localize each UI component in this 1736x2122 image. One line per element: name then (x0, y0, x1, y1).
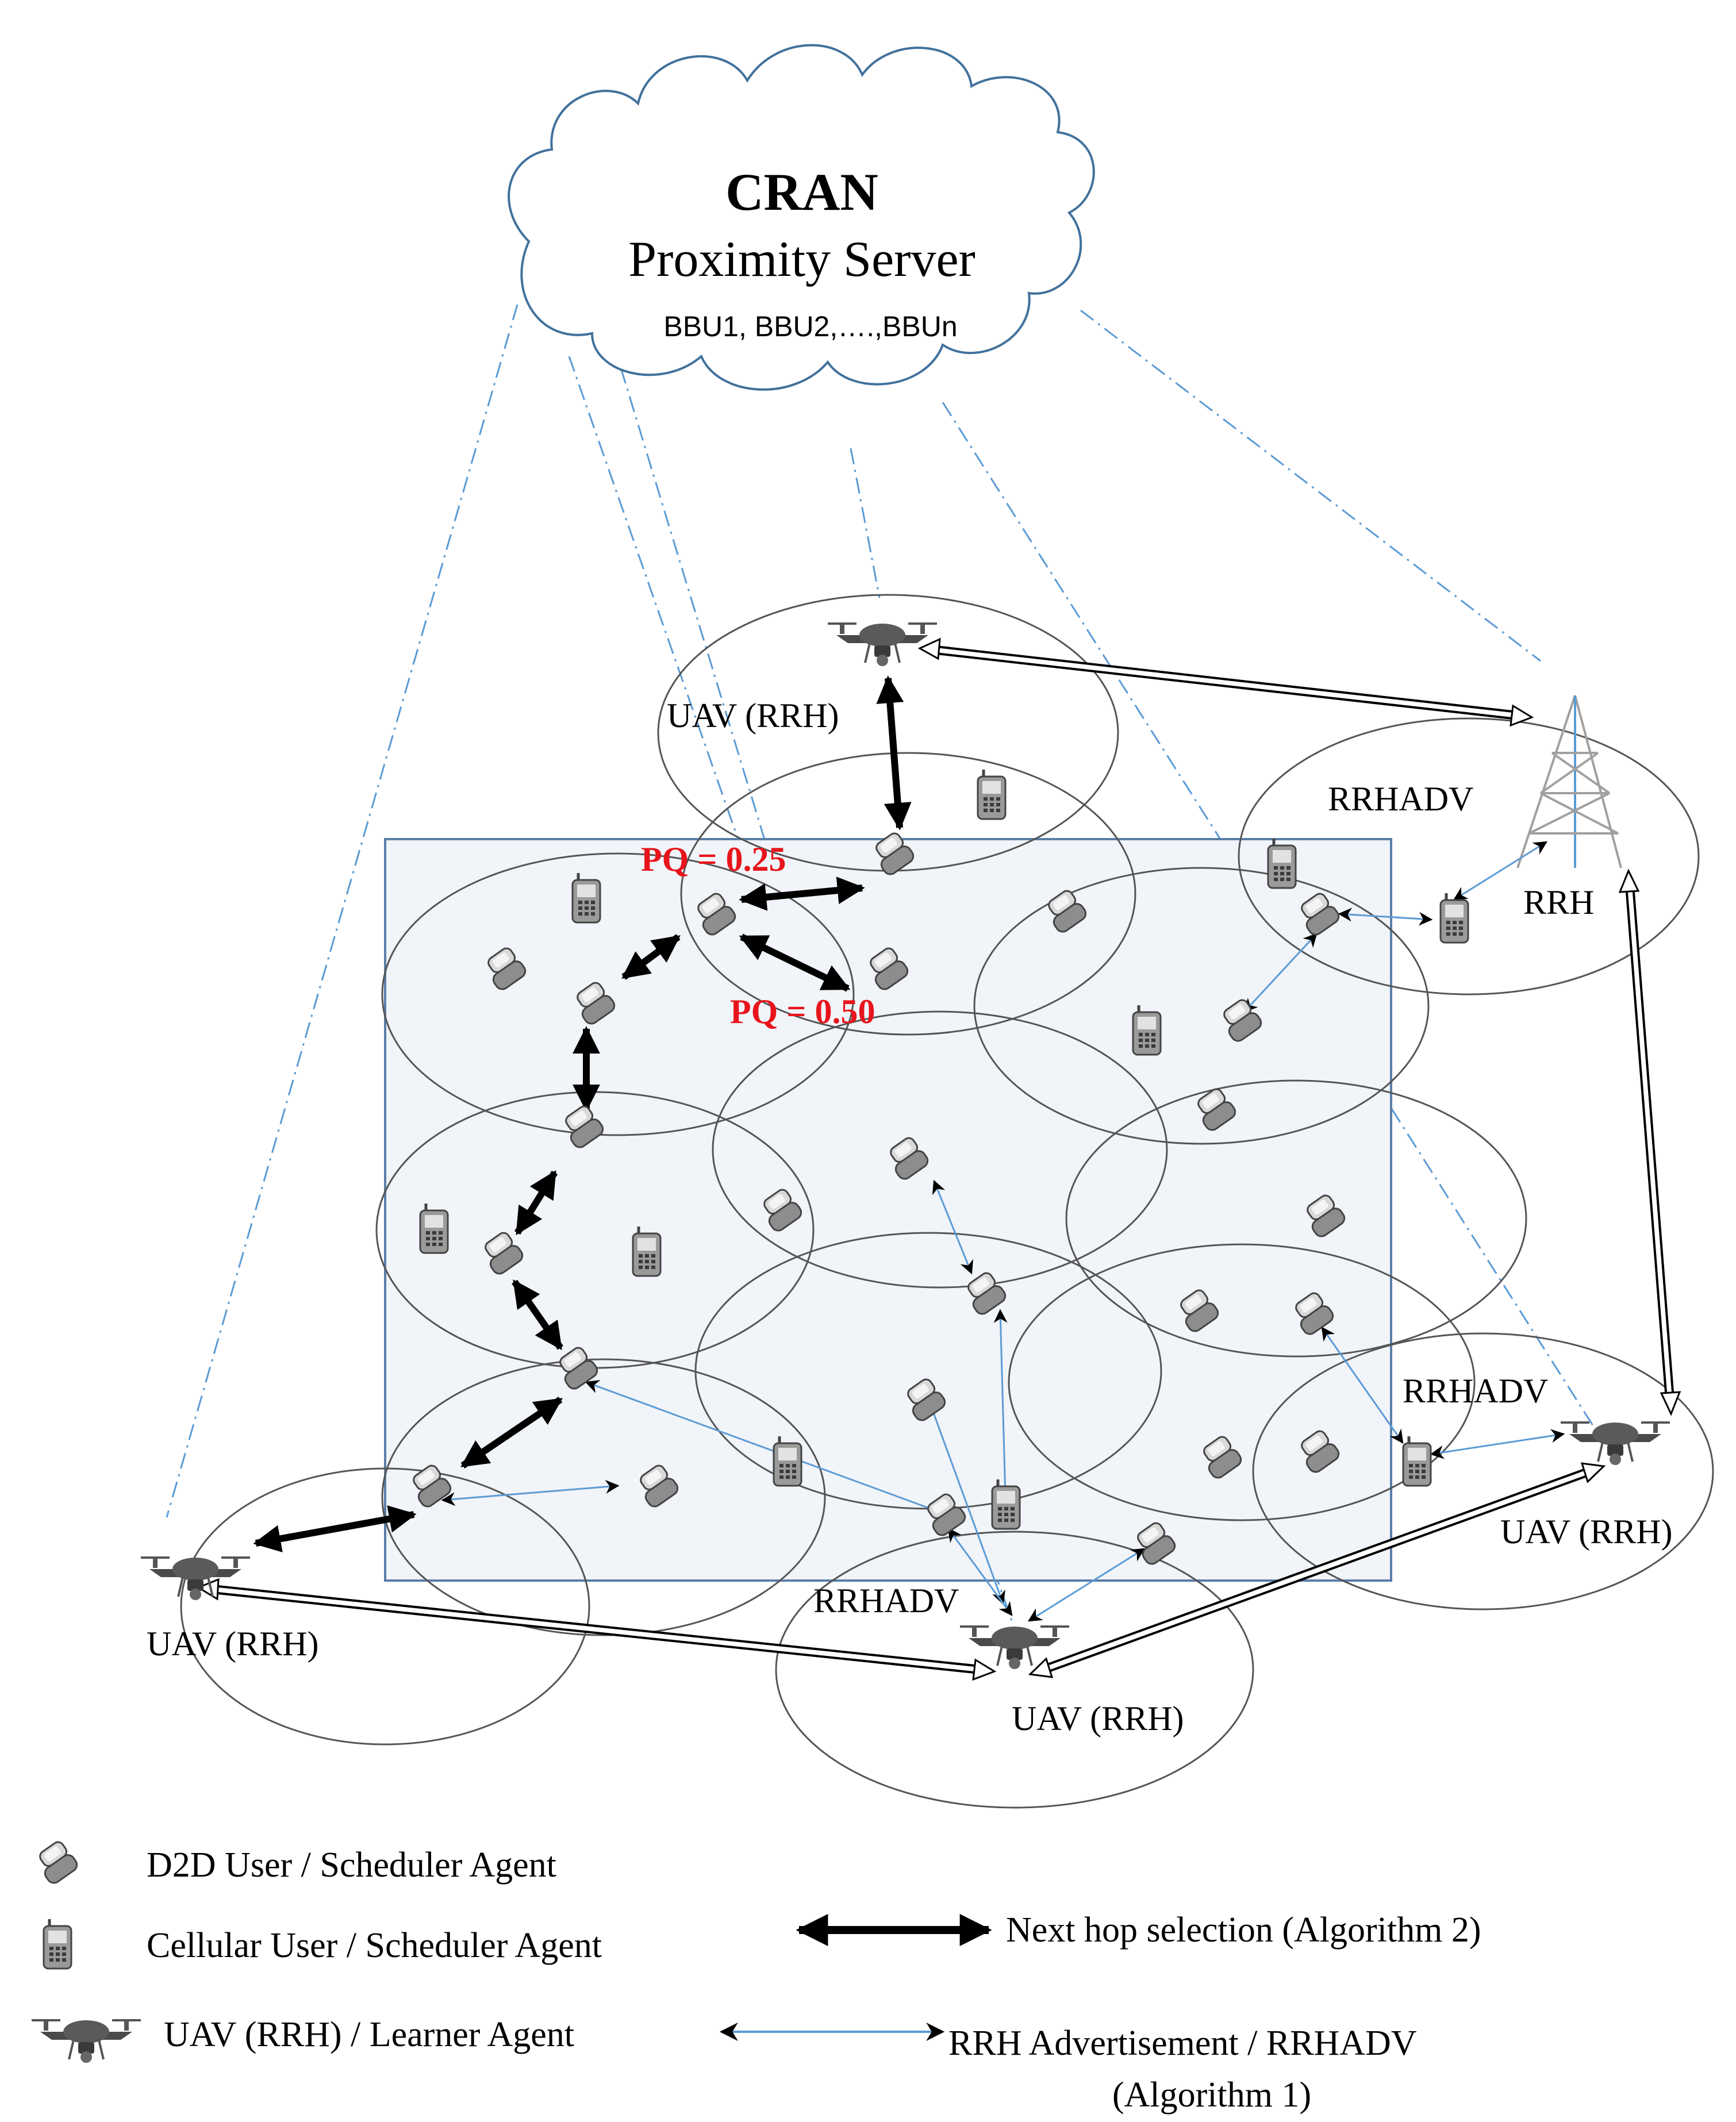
legend-cellular-label: Cellular User / Scheduler Agent (147, 1926, 602, 1965)
rrh-tower (1516, 695, 1622, 868)
cran-cloud: CRAN Proximity Server BBU1, BBU2,….,BBUn (508, 44, 1095, 391)
legend-uav-icon (30, 2019, 142, 2064)
next-hop-links (253, 675, 912, 1552)
rrh-advertisement-links (441, 841, 1565, 1622)
uav-right-icon (1560, 1421, 1671, 1466)
coverage-circles (180, 594, 1714, 1809)
rrhadv-top-right-label: RRHADV (1328, 780, 1473, 818)
uav-bottom-label: UAV (RRH) (1012, 1700, 1184, 1737)
uav-top-label: UAV (RRH) (667, 697, 839, 735)
legend-rrhadv-label-1: RRH Advertisement / RRHADV (948, 2024, 1417, 2063)
legend-next-hop-label: Next hop selection (Algorithm 2) (1006, 1910, 1481, 1950)
uav-right-label: UAV (RRH) (1500, 1513, 1673, 1551)
legend-cellular-icon (44, 1919, 71, 1969)
pq-label-1: PQ = 0.25 (641, 840, 786, 878)
cloud-bbus: BBU1, BBU2,….,BBUn (663, 310, 957, 343)
backhaul-links (196, 637, 1681, 1681)
pq-label-2: PQ = 0.50 (730, 993, 875, 1031)
rrhadv-right-label: RRHADV (1403, 1372, 1548, 1410)
rrh-tower-label: RRH (1523, 883, 1594, 921)
rrhadv-bottom-label: RRHADV (813, 1582, 959, 1620)
legend-uav-label: UAV (RRH) / Learner Agent (164, 2015, 574, 2054)
legend: D2D User / Scheduler Agent Cellular User… (30, 1839, 1481, 2115)
cloud-title: CRAN (725, 163, 878, 221)
legend-rrhadv-label-2: (Algorithm 1) (1112, 2075, 1311, 2115)
cloud-subtitle: Proximity Server (628, 232, 975, 287)
legend-d2d-label: D2D User / Scheduler Agent (147, 1846, 556, 1885)
uav-top-icon (827, 622, 938, 667)
uav-left-label: UAV (RRH) (147, 1625, 319, 1663)
legend-d2d-icon (37, 1839, 80, 1887)
